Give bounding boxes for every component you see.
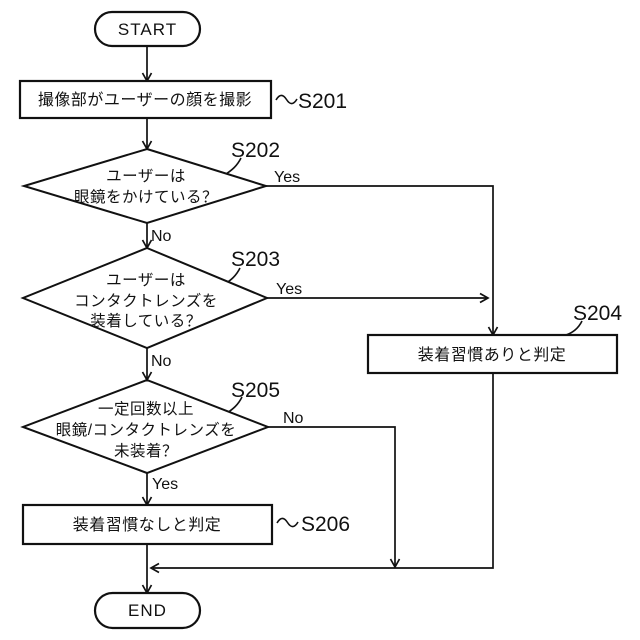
s206-label: 装着習慣なしと判定: [73, 516, 222, 534]
s204-step-label: S204: [573, 302, 622, 325]
decision-diamond-s202: [20, 147, 270, 225]
s203-yes-label: Yes: [276, 281, 302, 298]
s206-step-label: S206: [301, 513, 350, 536]
s204-label: 装着習慣ありと判定: [418, 346, 567, 364]
arrowhead-s203-yes-join: [479, 292, 490, 304]
s205-no-label: No: [283, 410, 304, 427]
process-box-s206: [21, 503, 274, 546]
arrowhead-merge-into-spine: [149, 562, 160, 574]
leader-s206: [276, 517, 299, 528]
s201-label: 撮像部がユーザーの顔を撮影: [38, 91, 252, 109]
s203-text-line2: コンタクトレンズを: [74, 292, 218, 310]
s202-no-label: No: [151, 228, 172, 245]
s202-text-line2: 眼鏡をかけている？: [74, 187, 218, 206]
end-label: END: [128, 601, 167, 620]
s205-text-line1: 一定回数以上: [98, 400, 194, 418]
s205-yes-label: Yes: [152, 476, 178, 493]
s203-no-label: No: [151, 353, 172, 370]
s205-step-label: S205: [231, 379, 280, 402]
start-label: START: [118, 20, 177, 39]
process-box-s204: [366, 333, 619, 375]
arrowhead-s205-no-join: [389, 558, 401, 569]
s205-text-line3: 未装着？: [114, 442, 178, 460]
s205-text-line2: 眼鏡/コンタクトレンズを: [56, 420, 237, 439]
edge-s204-to-end-merge: [153, 373, 494, 569]
s202-text-line1: ユーザーは: [106, 167, 186, 185]
s203-step-label: S203: [231, 248, 280, 271]
decision-diamond-s203: [20, 246, 270, 350]
edge-s205-no-to-merge: [268, 426, 396, 566]
s201-step-label: S201: [298, 90, 347, 113]
terminal-start: [93, 10, 202, 48]
edge-s202-yes-to-s204: [266, 185, 494, 334]
terminal-end: [93, 591, 202, 630]
s203-text-line3: 装着している？: [90, 312, 202, 330]
leader-s201: [275, 94, 298, 105]
process-box-s201: [18, 79, 273, 120]
s202-yes-label: Yes: [274, 169, 300, 186]
s202-step-label: S202: [231, 139, 280, 162]
s203-text-line1: ユーザーは: [106, 271, 186, 289]
decision-diamond-s205: [20, 378, 271, 475]
